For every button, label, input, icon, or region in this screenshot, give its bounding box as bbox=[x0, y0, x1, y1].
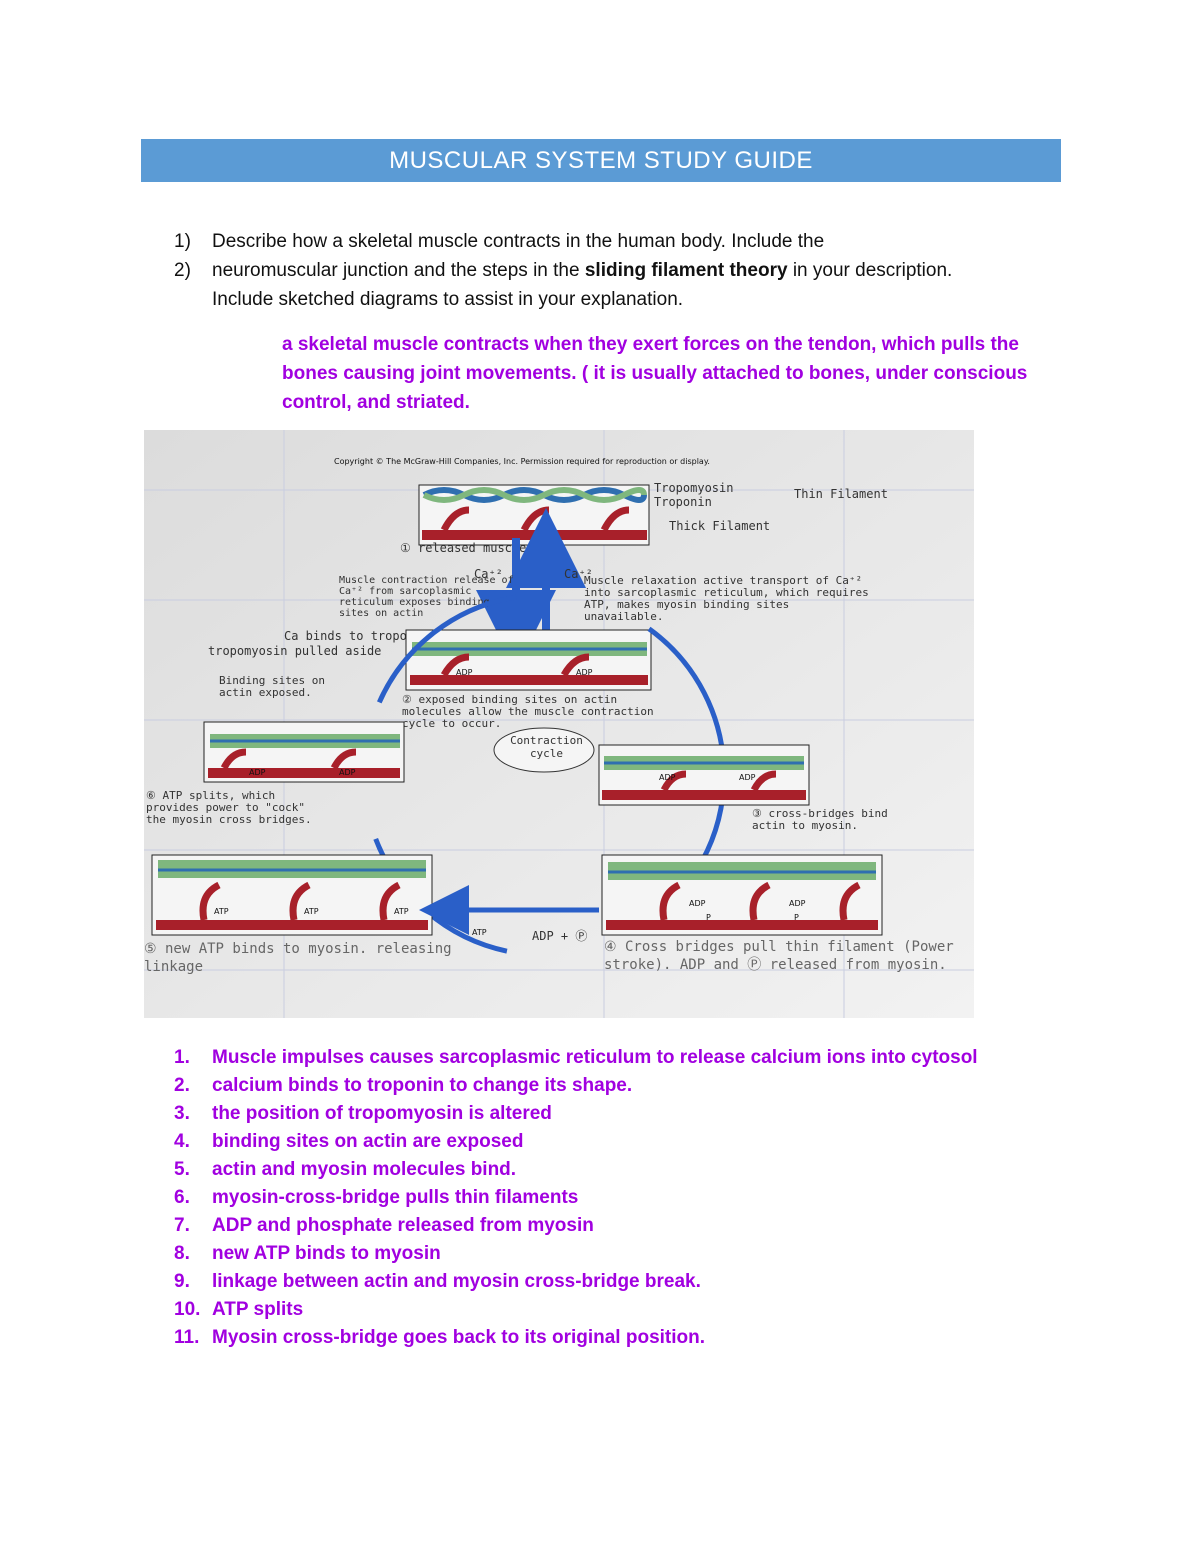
adp-label-4b: ADP bbox=[789, 899, 806, 908]
list-item: 5.actin and myosin molecules bind. bbox=[174, 1159, 517, 1180]
tropomyosin-pulled-label: tropomyosin pulled aside bbox=[208, 644, 381, 658]
adp-label-4a: ADP bbox=[689, 899, 706, 908]
question-text-1: Describe how a skeletal muscle contracts… bbox=[212, 231, 825, 252]
list-item: 2.calcium binds to troponin to change it… bbox=[174, 1075, 633, 1096]
tropomyosin-label: Tropomyosin bbox=[654, 481, 733, 495]
list-item: 10.ATP splits bbox=[174, 1299, 304, 1320]
question-line-2: 2) neuromuscular junction and the steps i… bbox=[174, 257, 952, 285]
exposed-panel bbox=[405, 629, 652, 691]
ca-binds-label: Ca binds to troponin bbox=[284, 629, 429, 643]
p-label-4b: P bbox=[794, 913, 799, 922]
question-text-3: Include sketched diagrams to assist in y… bbox=[212, 289, 684, 310]
steps-list: 1.Muscle impulses causes sarcoplasmic re… bbox=[174, 1044, 978, 1352]
contraction-cycle-diagram: Copyright © The McGraw-Hill Companies, I… bbox=[144, 430, 974, 1018]
thick-filament-label: Thick Filament bbox=[669, 519, 770, 533]
adp-plus-p-label: ADP + Ⓟ bbox=[532, 929, 587, 943]
list-item: 8.new ATP binds to myosin bbox=[174, 1243, 441, 1264]
sliding-filament-term: sliding filament theory bbox=[584, 260, 788, 281]
ca-right-label: Ca⁺² bbox=[564, 567, 593, 581]
step5-label: ⑤ new ATP binds to myosin. releasing lin… bbox=[144, 941, 452, 975]
list-item: 11.Myosin cross-bridge goes back to its … bbox=[174, 1327, 706, 1348]
step6-label: ⑥ ATP splits, which provides power to "c… bbox=[146, 790, 312, 826]
right-panel bbox=[598, 744, 810, 806]
adp-label-6a: ADP bbox=[249, 768, 266, 777]
question-line-1: 1) Describe how a skeletal muscle contrac… bbox=[174, 228, 824, 256]
list-item: 1.Muscle impulses causes sarcoplasmic re… bbox=[174, 1047, 978, 1068]
page-title: MUSCULAR SYSTEM STUDY GUIDE bbox=[389, 146, 813, 174]
question-text-2b: in your description. bbox=[787, 260, 953, 281]
question-number-2: 2) bbox=[174, 260, 191, 281]
list-item: 3.the position of tropomyosin is altered bbox=[174, 1103, 552, 1124]
title-banner: MUSCULAR SYSTEM STUDY GUIDE bbox=[141, 139, 1061, 182]
relaxed-filament-panel bbox=[418, 484, 650, 546]
step2-label: ② exposed binding sites on actin molecul… bbox=[402, 694, 654, 730]
atp-label-5c: ATP bbox=[394, 907, 409, 916]
p-label-4a: P bbox=[706, 913, 711, 922]
binding-exposed-label: Binding sites on actin exposed. bbox=[219, 675, 325, 699]
list-item: 9.linkage between actin and myosin cross… bbox=[174, 1271, 701, 1292]
adp-label-3a: ADP bbox=[659, 773, 676, 782]
contraction-note: Muscle contraction release of Ca⁺² from … bbox=[339, 575, 514, 619]
bottom-right-panel bbox=[601, 854, 883, 936]
bottom-left-panel bbox=[151, 854, 433, 936]
adp-label-3b: ADP bbox=[739, 773, 756, 782]
atp-label-5a: ATP bbox=[214, 907, 229, 916]
list-item: 6.myosin-cross-bridge pulls thin filamen… bbox=[174, 1187, 579, 1208]
step4-label: ④ Cross bridges pull thin filament (Powe… bbox=[604, 939, 954, 973]
adp-label-2a: ADP bbox=[456, 668, 473, 677]
adp-label-6b: ADP bbox=[339, 768, 356, 777]
list-item: 7.ADP and phosphate released from myosin bbox=[174, 1215, 594, 1236]
question-line-3: Include sketched diagrams to assist in y… bbox=[174, 286, 683, 314]
cycle-label: Contraction cycle bbox=[510, 734, 583, 760]
ca-left-label: Ca⁺² bbox=[474, 567, 503, 581]
atp-free-label: ATP bbox=[472, 928, 487, 937]
question-number-1: 1) bbox=[174, 231, 191, 252]
left-panel bbox=[203, 721, 405, 783]
atp-label-5b: ATP bbox=[304, 907, 319, 916]
question-text-2a: neuromuscular junction and the steps in … bbox=[212, 260, 585, 281]
copyright-text: Copyright © The McGraw-Hill Companies, I… bbox=[334, 457, 710, 466]
thin-filament-label: Thin Filament bbox=[794, 487, 888, 501]
list-item: 4.binding sites on actin are exposed bbox=[174, 1131, 524, 1152]
step3-label: ③ cross-bridges bind actin to myosin. bbox=[752, 808, 888, 832]
step1-label: ① released muscle bbox=[400, 541, 526, 555]
answer-paragraph: a skeletal muscle contracts when they ex… bbox=[282, 334, 1028, 413]
adp-label-2b: ADP bbox=[576, 668, 593, 677]
cycle-bubble bbox=[493, 727, 595, 773]
relaxation-note: Muscle relaxation active transport of Ca… bbox=[584, 575, 869, 623]
troponin-label: Troponin bbox=[654, 495, 712, 509]
